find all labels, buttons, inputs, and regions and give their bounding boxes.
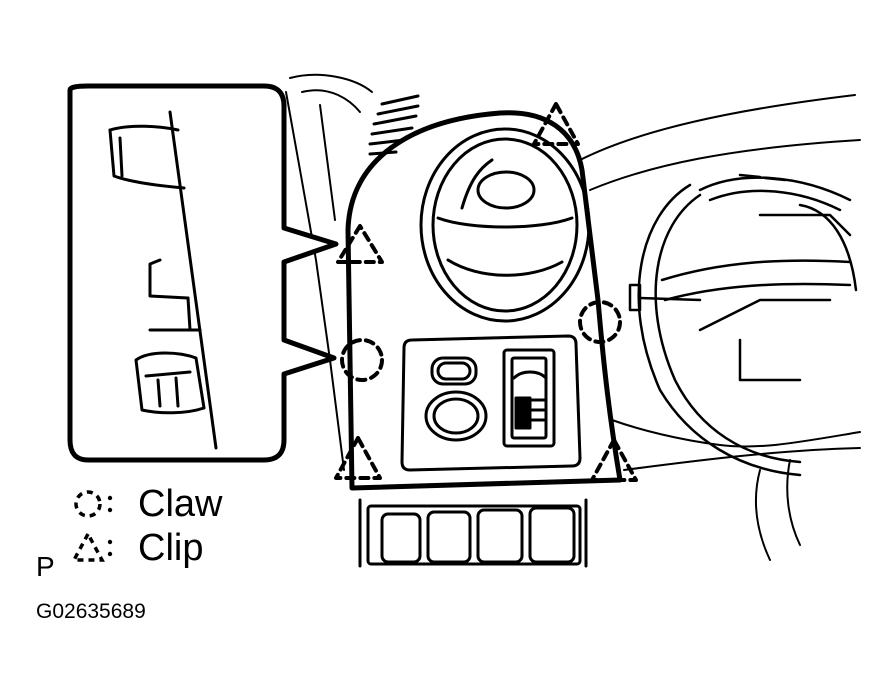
- steering-wheel: [628, 173, 858, 477]
- claw-marker-left: [340, 338, 384, 382]
- legend-claw-label: Claw: [138, 483, 223, 525]
- dashed-circle-icon: [74, 490, 113, 518]
- round-air-vent: [419, 127, 591, 323]
- lower-switch-panel: [358, 498, 588, 568]
- figure-code: G02635689: [36, 600, 146, 623]
- view-mark: P: [36, 551, 55, 582]
- dashed-triangle-icon: [71, 530, 113, 562]
- clip-marker-top: [532, 102, 580, 146]
- dashboard-outline: [285, 73, 861, 561]
- cluster-finish-panel-outline: [345, 110, 623, 491]
- claw-markers: [340, 300, 622, 382]
- clip-marker-lower-left: [334, 436, 382, 480]
- claw-marker-right: [578, 300, 622, 344]
- legend-row-clip: Clip: [70, 528, 203, 568]
- clip-marker-lower-right: [590, 438, 638, 482]
- switch-housing: [400, 334, 582, 472]
- clip-markers: [334, 102, 638, 482]
- legend-clip-label: Clip: [138, 527, 204, 569]
- clip-marker-upper-left: [336, 224, 384, 264]
- detail-callout: [67, 83, 339, 463]
- legend-row-claw: Claw: [70, 484, 222, 524]
